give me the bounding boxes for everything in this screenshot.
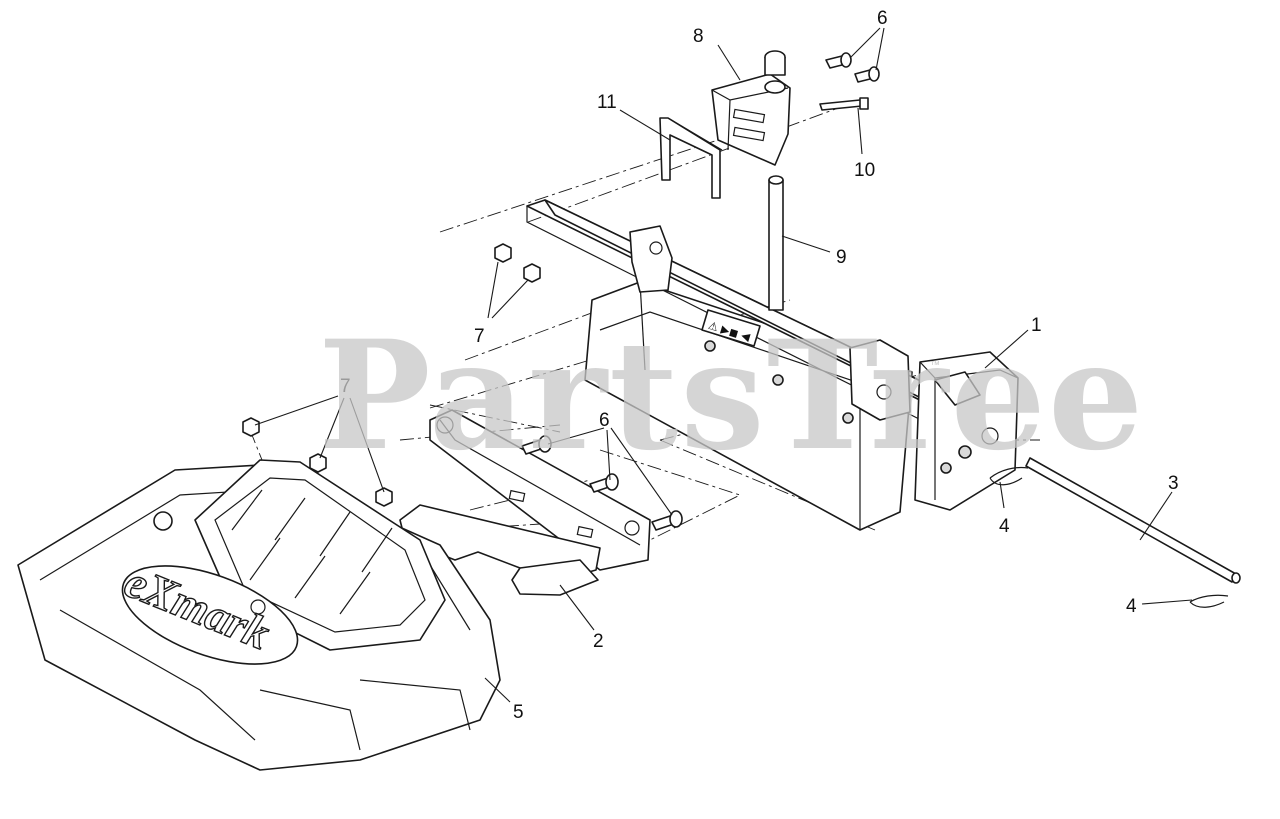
partstree-watermark: PartsTree ™ [318,308,1145,484]
part-8-pivot-block [711,50,791,166]
callout-11: 11 [597,92,617,113]
callout-labels: 1 2 3 4 4 5 6 6 7 7 8 9 10 11 [340,8,1179,723]
part-7-nuts [242,243,541,507]
part-9-pin [768,175,784,311]
part-1-deck-lift-frame: ⚠ ▶◼ ◀ [526,199,1019,531]
part-11-spacer-plate [659,117,723,199]
callout-2: 2 [593,631,604,652]
watermark-text: PartsTree [318,308,1145,484]
exmark-badge-icon [153,511,173,531]
part-3-pivot-rod [1025,457,1241,584]
part-2-mounting-bracket [399,409,651,596]
callout-4-lower: 4 [1126,596,1137,617]
callout-8: 8 [693,26,704,47]
callout-3: 3 [1168,473,1179,494]
callout-10: 10 [854,160,875,181]
part-5-foot-pan-cover: eXmark [17,459,501,771]
callout-9: 9 [836,247,847,268]
callout-1: 1 [1031,315,1042,336]
callout-7-lower: 7 [340,376,351,397]
part-10-bolt [819,97,869,111]
part-4-hairpin-clips [989,466,1229,608]
callout-5: 5 [513,702,524,723]
callout-6-lower: 6 [599,410,610,431]
callout-4-upper: 4 [999,516,1010,537]
watermark-trademark: ™ [930,360,940,371]
callout-leader-lines [254,27,1193,703]
callout-7-upper: 7 [474,326,485,347]
part-6-bolts [521,52,880,531]
callout-6-upper: 6 [877,8,888,29]
